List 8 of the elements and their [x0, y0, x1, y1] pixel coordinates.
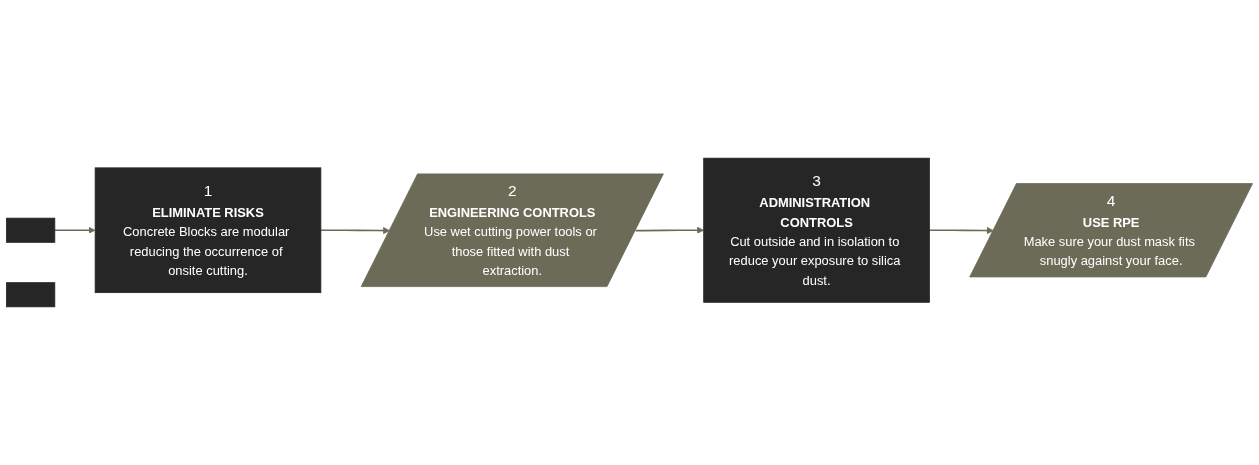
arrow — [54, 226, 96, 234]
node-box — [6, 282, 56, 308]
node-box — [6, 217, 56, 243]
node-box: 3 ADMINISTRATION CONTROLS Cut outside and in isolation to reduce your exposure to silica dust. — [703, 157, 930, 303]
arrow — [928, 227, 994, 235]
arrow — [634, 226, 704, 234]
arrow — [320, 227, 391, 235]
node-box: 1 ELIMINATE RISKS Concrete Blocks are modular reducing the occurrence of onsite cutting. — [94, 167, 322, 294]
